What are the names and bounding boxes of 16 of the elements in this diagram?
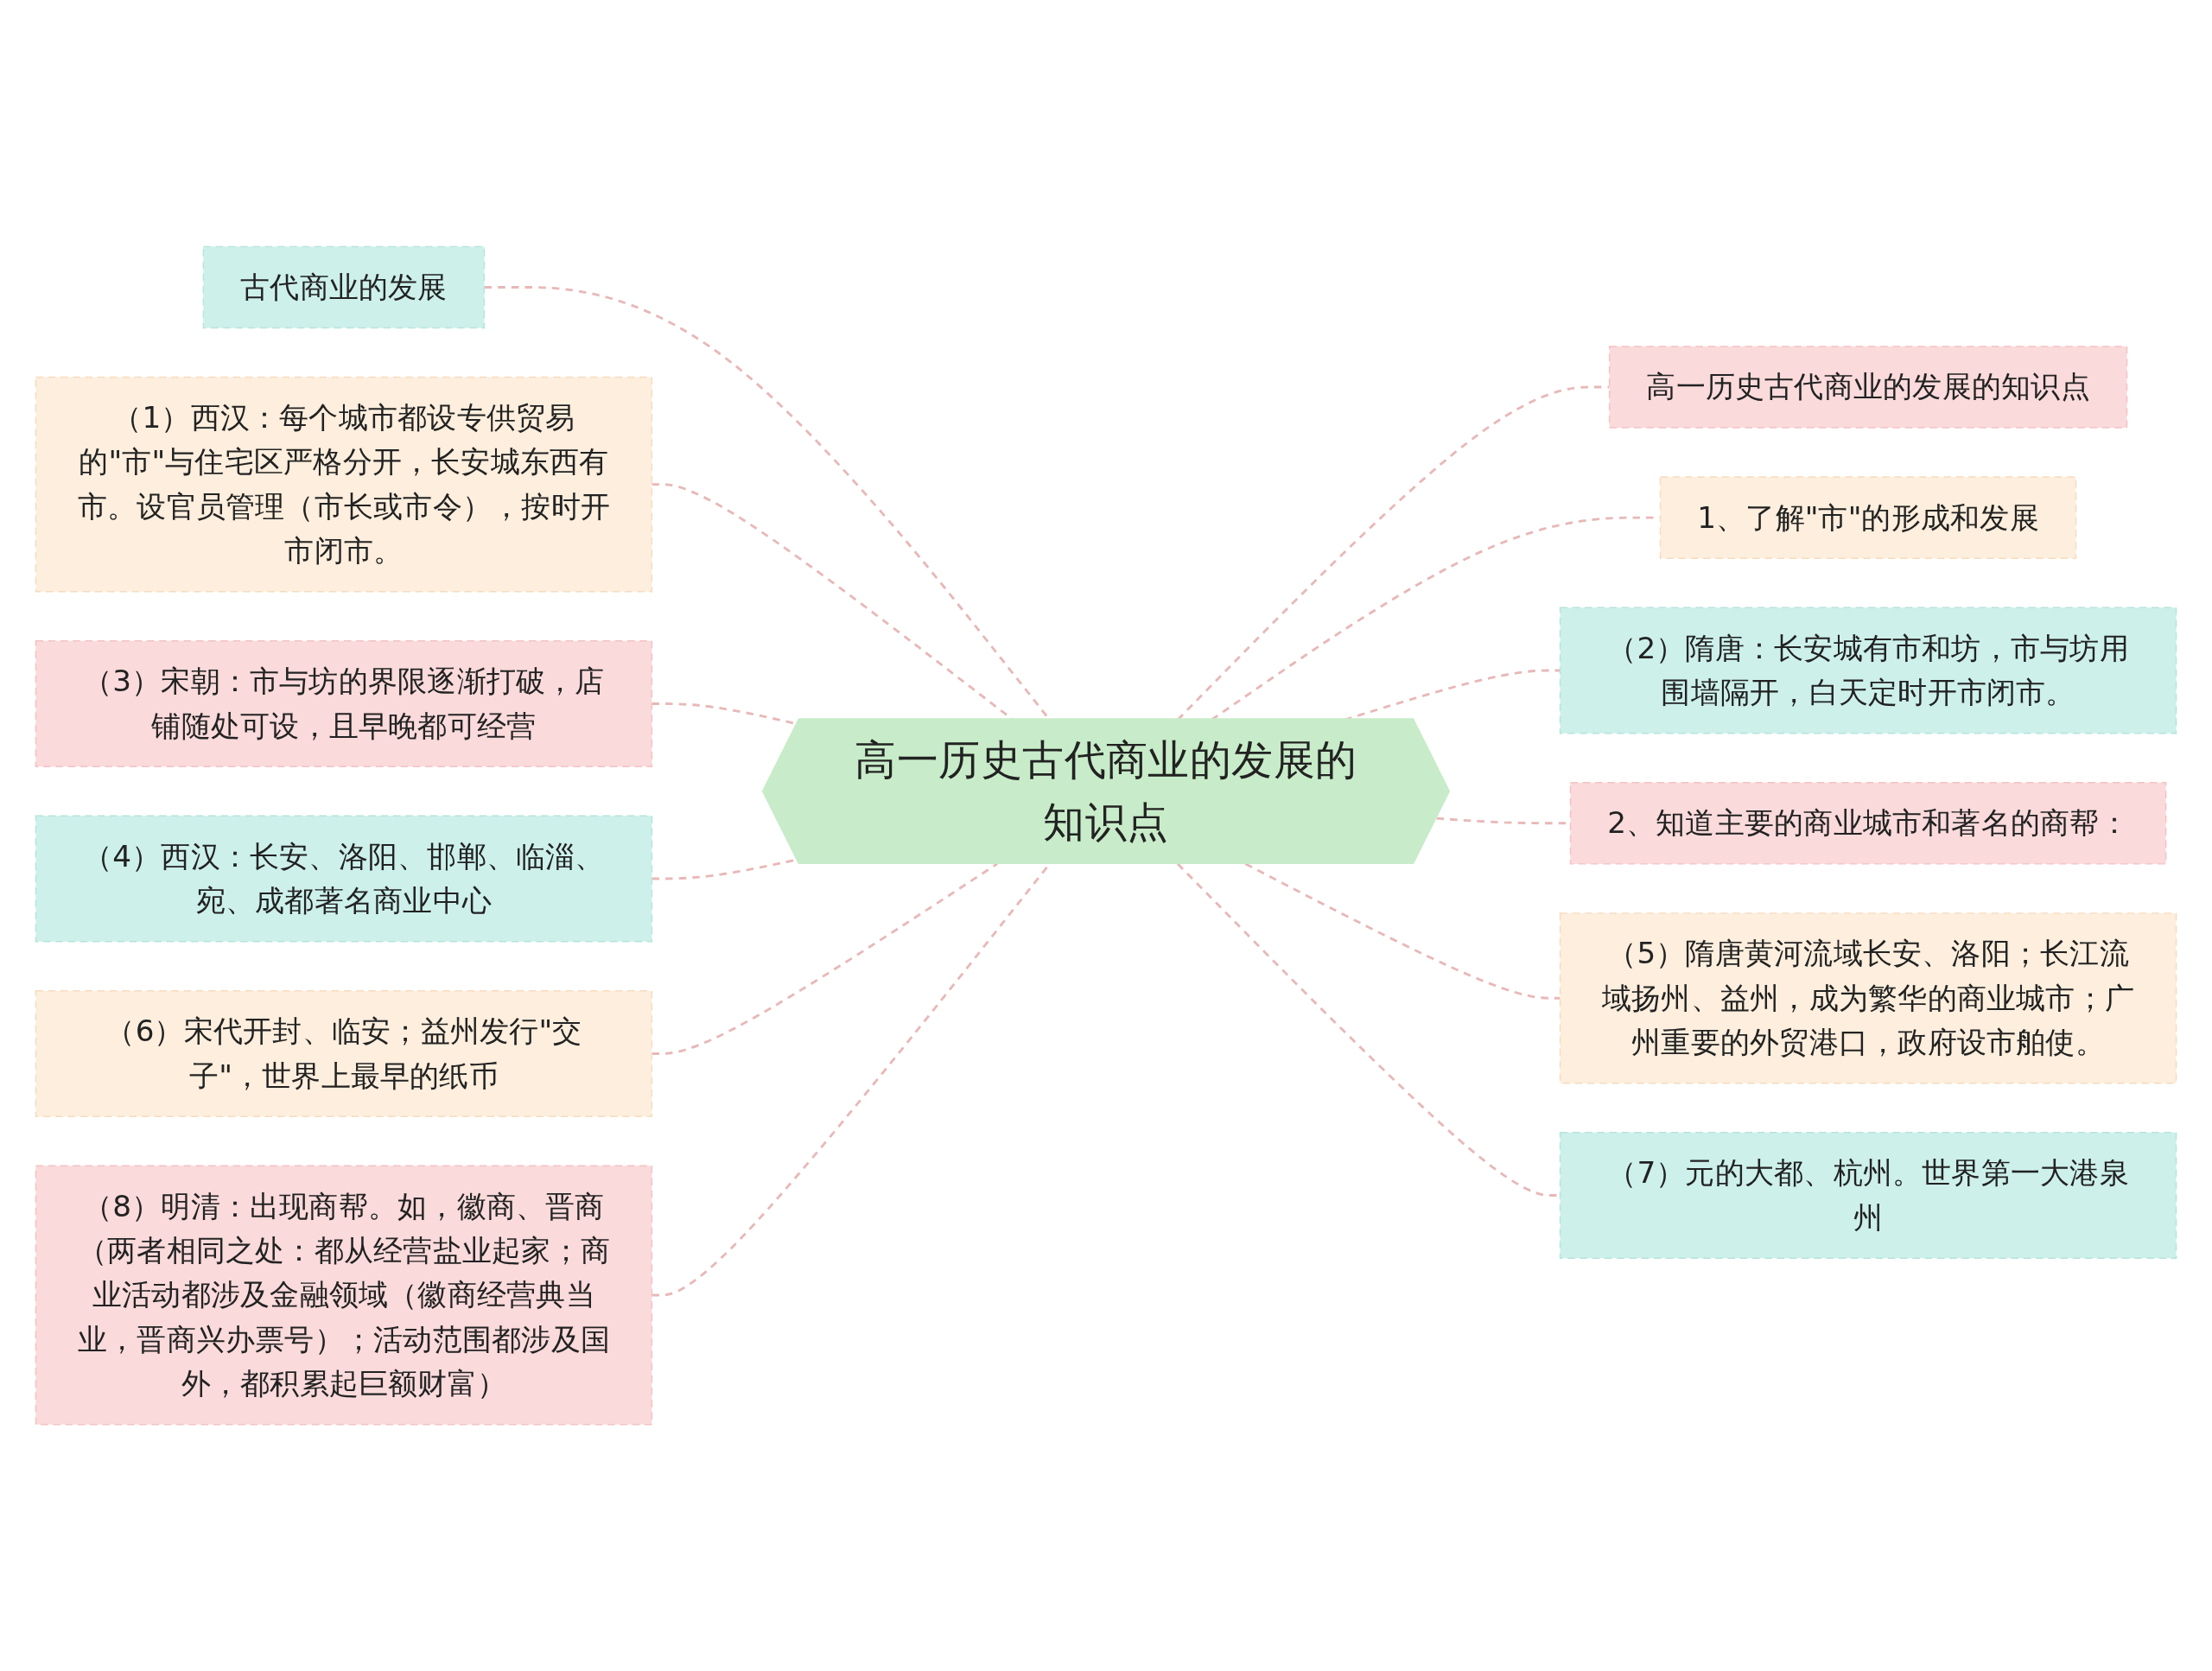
node-box [35,639,653,767]
mind-map-drawing: 高一历史古代商业的发展的知识点 古代商业的发展 （1）西汉：每个城市都设专供贸易的"市"与住宅区严格分开，长安城东西有市。设官员管理（市长或市令），按时开市闭市。 （3）宋朝：市与坊的界限逐渐打破，店铺随处可设，且早晚都可经营 （4）西汉：长安、洛阳、邯郸、临淄、宛、成都著名商业中心 （6）宋代开封、临安；益州发行"交子"，世界上最早的纸币 （8）明清：出现商帮。如，徽商、晋商（两者相同之处：都从经营盐业起家；商业活动都涉及金融领域（徽商经营典当业，晋商兴办票号）；活动范围都涉及国外，都积累起巨额财富） 高一历史古代商业的发展的知识点 1、了解"市"的形成和发展 （2）隋唐：长安城有市和坊，市与坊用围墙隔开，白天定时开市闭市。 2、知道主要的商业城市和著名的商帮： （5）隋唐黄河流域长安、洛阳；长江流域扬州、益州，成为繁华的商业城市；广州重要的外贸港口，政府设市舶使。 （7）元的大都、杭州。世界第一大港泉州 [26,236,2186,1435]
connector [652,862,998,1055]
node-box [35,376,653,593]
node-box [35,1165,653,1426]
node-box [35,989,653,1117]
node-box [1659,476,2077,559]
connector [1244,862,1560,1000]
node-box [202,245,486,329]
node-box [35,815,653,943]
node-box [1559,912,2177,1084]
node-box [1559,607,2177,734]
node-box [1569,781,2167,865]
connector [1176,862,1560,1197]
node-box [1608,346,2128,429]
node-box [1559,1131,2177,1259]
